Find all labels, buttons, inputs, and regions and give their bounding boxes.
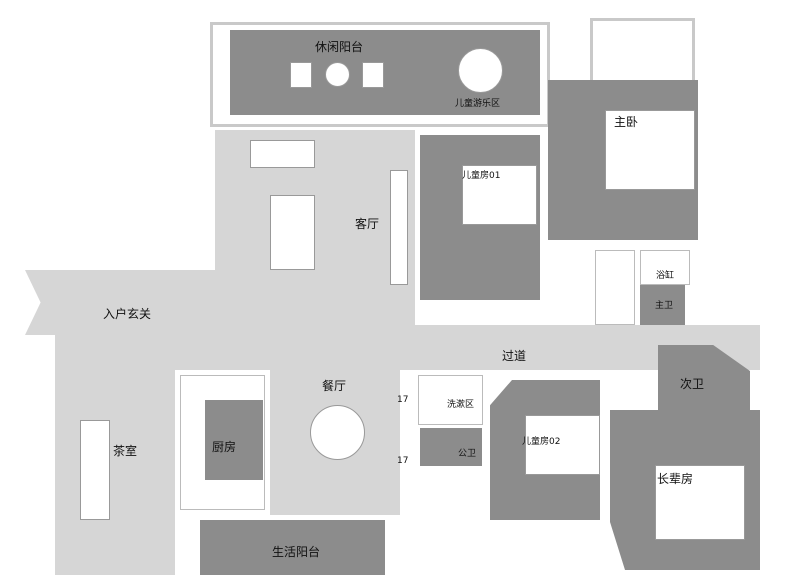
corridor <box>55 325 760 370</box>
elder-bed <box>655 465 745 540</box>
play-mat <box>458 48 503 93</box>
master-bath <box>640 285 685 325</box>
label-kitchen: 厨房 <box>212 440 237 454</box>
label-wash-area: 洗漱区 <box>447 400 475 410</box>
label-kids-room-02: 儿童房02 <box>522 437 561 447</box>
public-bath <box>420 428 482 466</box>
bathtub-area <box>640 250 690 285</box>
kitchen <box>205 400 263 480</box>
label-tea-room: 茶室 <box>113 444 138 458</box>
dining-table <box>310 405 365 460</box>
label-kids-room-01: 儿童房01 <box>462 171 501 181</box>
sofa <box>250 140 315 168</box>
label-master-bath: 主卫 <box>655 301 674 311</box>
wc-area <box>595 250 635 325</box>
coffee-table <box>270 195 315 270</box>
label-bathtub: 浴缸 <box>656 271 675 281</box>
label-dining-room: 餐厅 <box>322 379 347 393</box>
outer-wall-master <box>590 18 695 88</box>
tv-cabinet <box>390 170 408 285</box>
master-bed <box>605 110 695 190</box>
label-entrance-foyer: 入户玄关 <box>103 307 152 321</box>
wash-area <box>418 375 483 425</box>
label-master-bedroom: 主卧 <box>614 115 639 129</box>
entrance-foyer <box>25 270 220 335</box>
label-kids-play-area: 儿童游乐区 <box>455 99 501 109</box>
kids-bed-01 <box>462 165 537 225</box>
kids-bed-02 <box>525 415 600 475</box>
label-leisure-balcony: 休闲阳台 <box>315 40 364 54</box>
tea-room <box>55 370 175 575</box>
living-room <box>215 130 415 325</box>
mark-17: 17 <box>397 395 409 405</box>
label-elder-room: 长辈房 <box>657 472 694 486</box>
label-utility-balcony: 生活阳台 <box>272 545 321 559</box>
label-corridor: 过道 <box>502 349 527 363</box>
tea-table <box>80 420 110 520</box>
balcony-chair <box>290 62 312 88</box>
mark-17: 17 <box>397 456 409 466</box>
label-second-bath: 次卫 <box>680 377 705 391</box>
utility-balcony <box>200 520 385 575</box>
label-public-bath: 公卫 <box>458 449 477 459</box>
balcony-chair <box>362 62 384 88</box>
balcony-table <box>325 62 350 87</box>
label-living-room: 客厅 <box>355 217 380 231</box>
outer-wall-top <box>210 22 550 127</box>
